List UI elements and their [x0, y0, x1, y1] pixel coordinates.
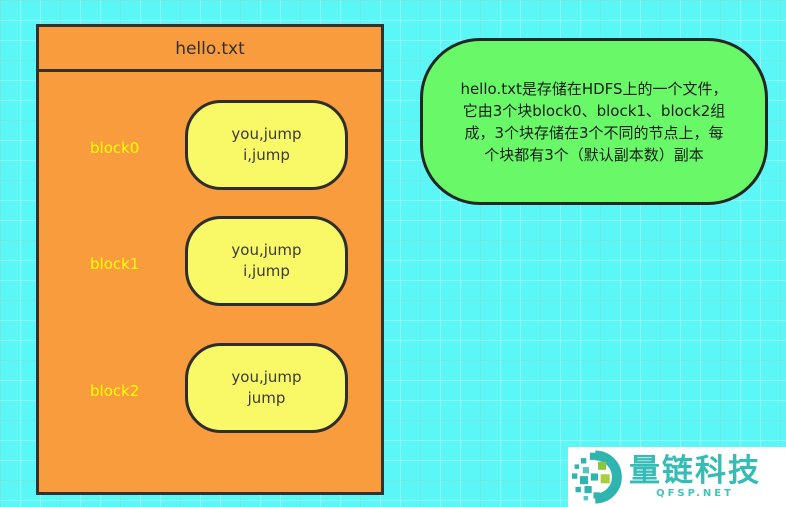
block2-label: block2	[90, 382, 140, 400]
block1-content-line1: you,jump	[231, 241, 302, 259]
callout-line4: 个块都有3个（默认副本数）副本	[484, 145, 704, 164]
brand-text-group: 量链科技 QFSP.NET	[629, 454, 761, 500]
block1-content-line2: i,jump	[243, 262, 290, 280]
brand-watermark: 量链科技 QFSP.NET	[568, 447, 786, 507]
file-title: hello.txt	[39, 27, 381, 72]
block1-label: block1	[90, 255, 140, 273]
callout-line3: 成，3个块存储在3个不同的节点上，每	[464, 123, 724, 142]
block0-content-line1: you,jump	[231, 125, 302, 143]
block0-label: block0	[90, 139, 140, 157]
block1-content: you,jump i,jump	[185, 216, 348, 306]
block0-content-line2: i,jump	[243, 146, 290, 164]
hdfs-file-box: hello.txt block0 you,jump i,jump block1 …	[36, 24, 384, 495]
mosaic-circle-icon	[571, 450, 622, 504]
callout-line2: 它由3个块block0、block1、block2组	[462, 101, 726, 120]
block0-content: you,jump i,jump	[185, 100, 348, 190]
brand-name: 量链科技	[629, 453, 761, 489]
callout-line1: hello.txt是存储在HDFS上的一个文件，	[460, 79, 728, 98]
block2-content-line1: you,jump	[231, 368, 302, 386]
brand-domain: QFSP.NET	[656, 488, 734, 499]
hdfs-explanation-callout: hello.txt是存储在HDFS上的一个文件， 它由3个块block0、blo…	[420, 38, 768, 205]
block2-content: you,jump jump	[185, 343, 348, 433]
block2-content-line2: jump	[247, 389, 286, 407]
